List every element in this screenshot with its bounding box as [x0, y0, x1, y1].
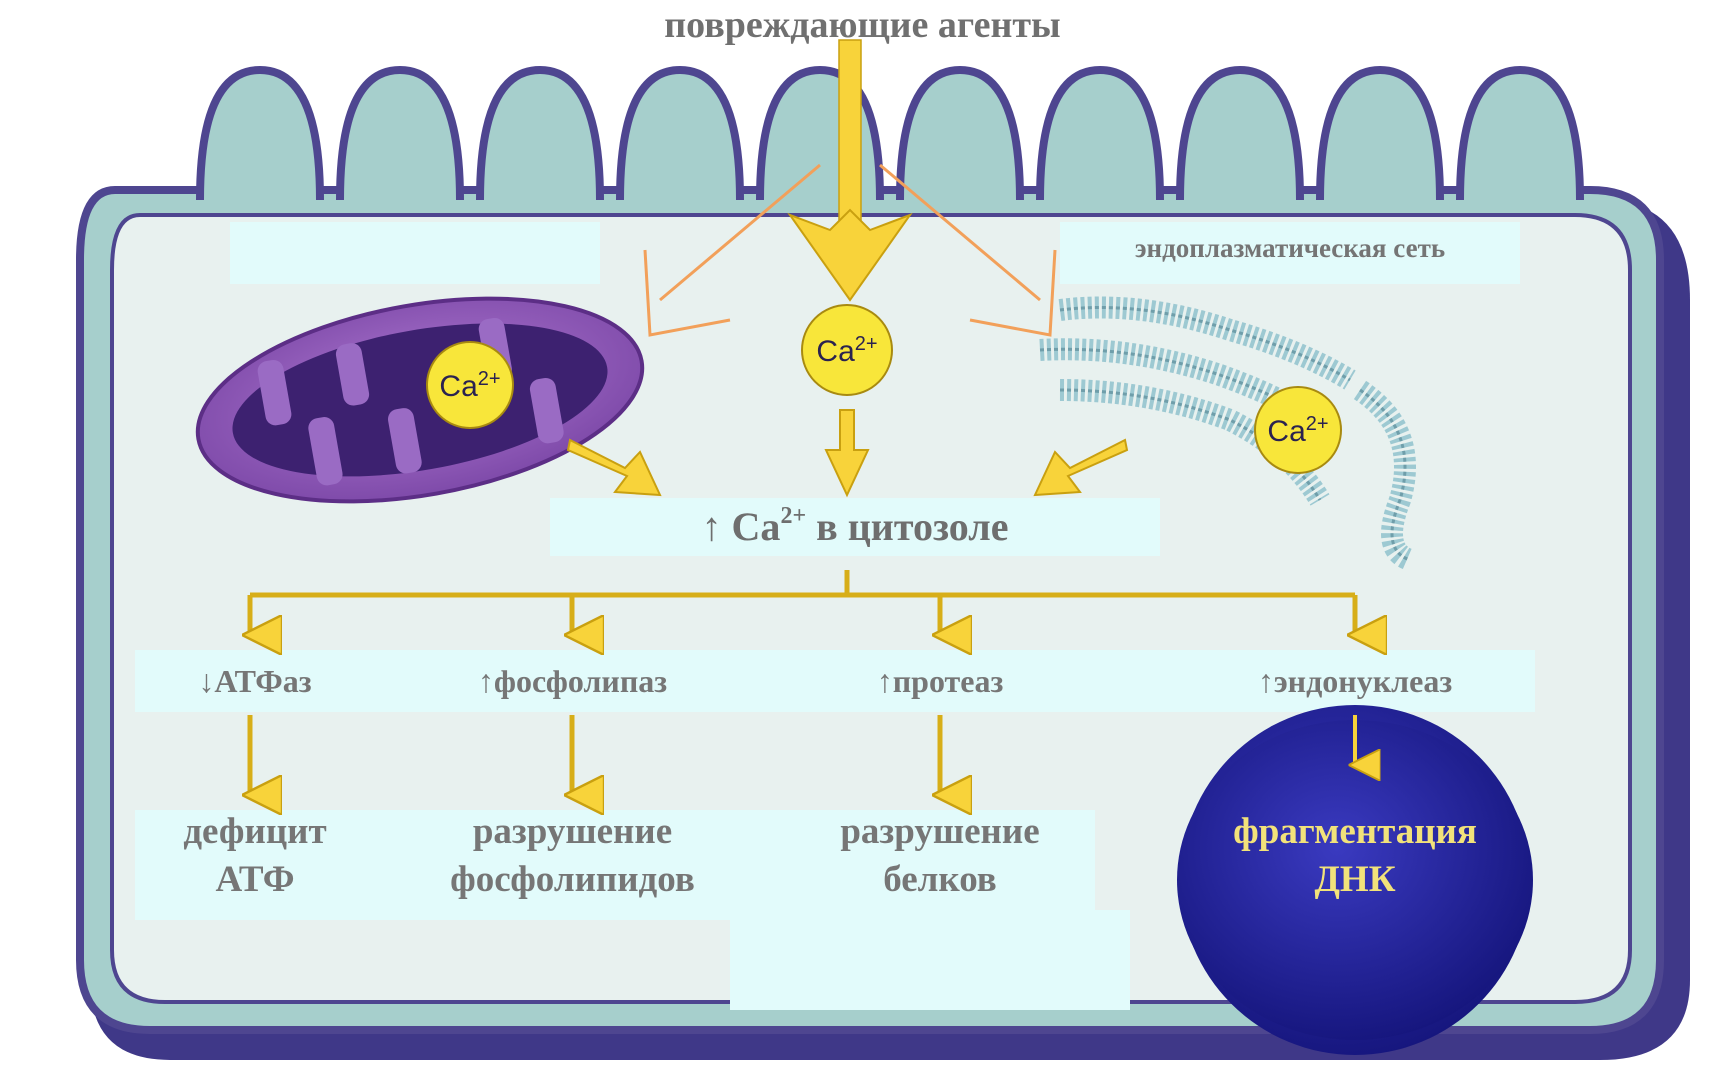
outcome-atp-line1: дефицит	[135, 808, 375, 856]
cytosol-prefix: Ca	[732, 504, 781, 549]
enzyme-label-atpase: ↓АТФаз	[135, 658, 375, 704]
ca-badge-charge: 2+	[478, 368, 501, 390]
panel-upper-left	[230, 222, 600, 284]
enzyme-label-protease: ↑протеаз	[820, 658, 1060, 704]
enzyme-label-endonuclease: ↑эндонуклеаз	[1200, 658, 1510, 704]
outcome-atp-line2: АТФ	[135, 856, 375, 904]
cytosol-label: ↑ Ca2+ в цитозоле	[550, 504, 1160, 550]
outcome-dna-line2: ДНК	[1190, 856, 1520, 904]
ca-badge-er: Ca2+	[1255, 387, 1341, 473]
ca-badge-cytoplasm: Ca2+	[802, 305, 892, 395]
ca-badge-charge: 2+	[855, 333, 878, 355]
ca-badge-mitochondrion: Ca2+	[427, 342, 513, 428]
er-label: эндоплазматическая сеть	[1060, 228, 1520, 268]
ca-badge-base: Ca	[816, 335, 855, 368]
outcome-phospholipid-line2: фосфолипидов	[420, 856, 725, 904]
enzyme-label-phospholipase: ↑фосфолипаз	[430, 658, 715, 704]
cytosol-suffix: в цитозоле	[816, 504, 1008, 549]
cytosol-arrow: ↑	[702, 504, 722, 549]
ca-badge-base: Ca	[1267, 415, 1306, 448]
panel-lower	[730, 910, 1130, 1010]
microvilli	[200, 70, 1580, 200]
diagram-title: повреждающие агенты	[600, 0, 1125, 50]
ca-badge-charge: 2+	[1306, 413, 1329, 435]
outcome-protein-line2: белков	[800, 856, 1080, 904]
outcome-dna-line1: фрагментация	[1190, 808, 1520, 856]
ca-badge-base: Ca	[439, 370, 478, 403]
outcome-phospholipid-line1: разрушение	[420, 808, 725, 856]
cytosol-sup: 2+	[780, 503, 806, 529]
outcome-protein-line1: разрушение	[800, 808, 1080, 856]
